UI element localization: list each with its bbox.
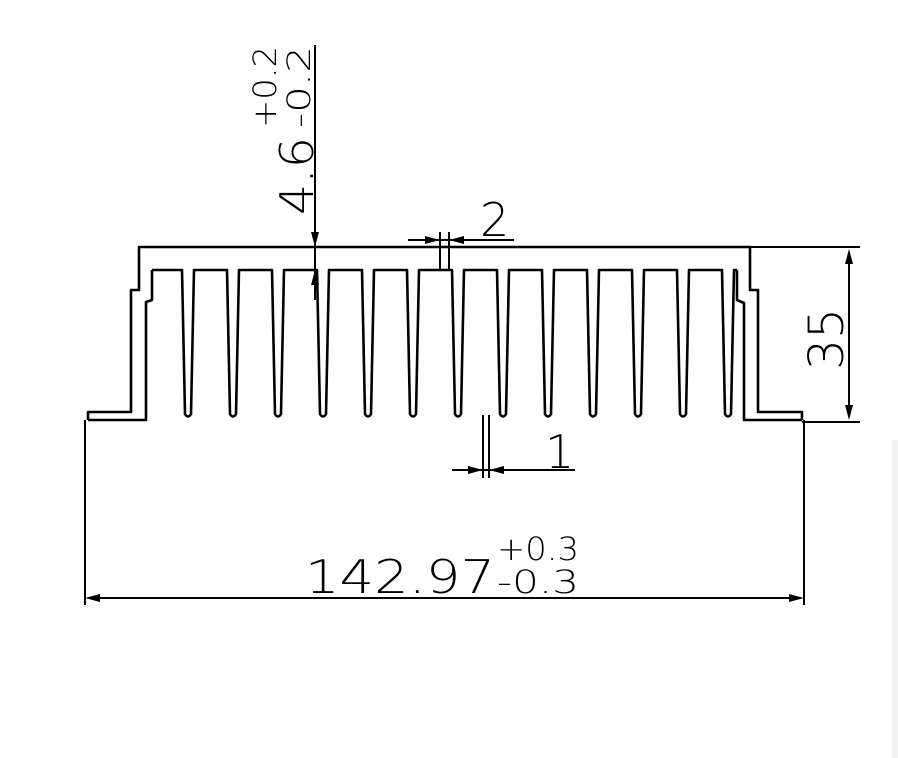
width-tol-minus: -0.3 [497, 563, 579, 601]
base-inner-line [88, 270, 154, 422]
fin-gap-value: 2 [480, 193, 509, 247]
thickness-value: 4.6 [270, 137, 324, 215]
height-value: 35 [799, 308, 855, 370]
page-edge [892, 440, 898, 758]
width-value: 142.97 [305, 550, 495, 604]
fins [152, 268, 737, 418]
thickness-tol-plus: +0.2 [246, 46, 284, 128]
outer-profile [86, 245, 804, 420]
thickness-tol-minus: -0.2 [280, 46, 318, 128]
base-inner-line-right [735, 270, 802, 422]
width-tol-plus: +0.3 [497, 530, 579, 568]
fin-tip-value: 1 [545, 425, 574, 479]
fin-outline [152, 268, 737, 418]
